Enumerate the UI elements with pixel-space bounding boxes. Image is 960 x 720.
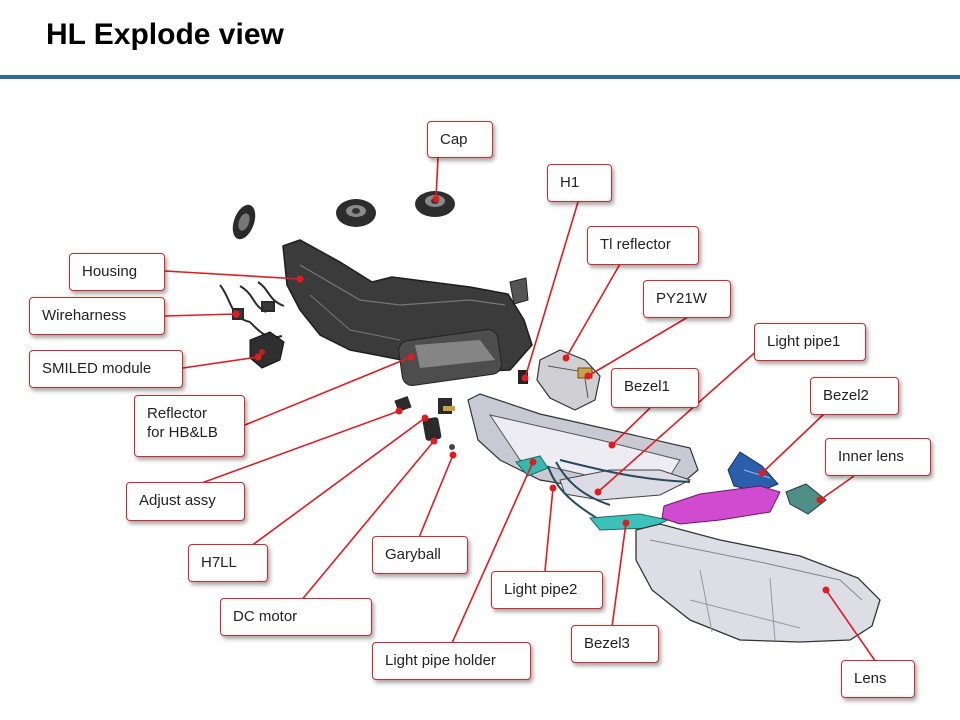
callout-inner-lens: Inner lens xyxy=(825,438,931,476)
garyball-part xyxy=(449,444,455,450)
cap-part-1 xyxy=(232,204,256,240)
leader-bezel1 xyxy=(611,407,651,446)
callout-bezel3: Bezel3 xyxy=(571,625,659,663)
callout-smiled-module: SMILED module xyxy=(29,350,183,388)
cap-part-3 xyxy=(415,191,455,217)
leader-bezel3 xyxy=(611,522,627,628)
bezel2-part xyxy=(727,451,779,493)
callout-bezel2: Bezel2 xyxy=(810,377,899,415)
magenta-reflector-part xyxy=(661,485,781,525)
callout-housing: Housing xyxy=(69,253,165,291)
callout-py21w: PY21W xyxy=(643,280,731,318)
leader-dc-motor xyxy=(299,440,435,603)
inner-lens-part xyxy=(785,483,827,515)
leader-light-pipe2 xyxy=(544,487,554,572)
callout-bezel1: Bezel1 xyxy=(611,368,699,408)
callout-light-pipe2: Light pipe2 xyxy=(491,571,603,609)
bezel1-part xyxy=(467,393,699,501)
h7ll-part xyxy=(438,398,455,414)
callout-garyball: Garyball xyxy=(372,536,468,574)
leader-adjust-assy xyxy=(187,410,400,489)
callout-h1: H1 xyxy=(547,164,612,202)
lens-part xyxy=(635,523,881,643)
callout-dc-motor: DC motor xyxy=(220,598,372,636)
leader-wireharness xyxy=(164,313,237,317)
leader-lines xyxy=(164,156,879,666)
leader-cap xyxy=(435,156,439,200)
callout-lens: Lens xyxy=(841,660,915,698)
callout-light-pipe1: Light pipe1 xyxy=(754,323,866,361)
leader-inner-lens xyxy=(819,475,855,501)
leader-light-pipe1 xyxy=(597,347,761,493)
callout-reflector-hb-lb: Reflector for HB&LB xyxy=(134,395,245,457)
cap-part-2 xyxy=(336,199,376,227)
callout-wireharness: Wireharness xyxy=(29,297,165,335)
leader-light-pipe-holder xyxy=(451,461,534,644)
callout-light-pipe-holder: Light pipe holder xyxy=(372,642,531,680)
leader-py21w xyxy=(587,316,689,377)
leader-dots xyxy=(232,195,830,594)
light-pipe1-part xyxy=(559,459,691,483)
callout-adjust-assy: Adjust assy xyxy=(126,482,245,521)
leader-tl-reflector xyxy=(565,263,621,359)
leader-reflector xyxy=(244,356,412,426)
dc-motor-part xyxy=(422,417,442,441)
leader-smiled xyxy=(182,356,259,369)
wireharness-part xyxy=(219,281,285,339)
leader-h7ll xyxy=(242,417,426,553)
callout-tl-reflector: Tl reflector xyxy=(587,226,699,265)
light-pipe2-part xyxy=(547,461,611,521)
leader-bezel2 xyxy=(761,413,825,474)
leader-housing xyxy=(164,270,301,280)
callout-h7ll: H7LL xyxy=(188,544,268,582)
housing-part xyxy=(282,239,533,387)
leader-lens xyxy=(825,589,879,666)
page-title: HL Explode view xyxy=(46,18,284,51)
callout-cap: Cap xyxy=(427,121,493,158)
leader-h1 xyxy=(524,201,579,379)
title-underline xyxy=(0,75,960,79)
leader-garyball xyxy=(417,454,454,541)
